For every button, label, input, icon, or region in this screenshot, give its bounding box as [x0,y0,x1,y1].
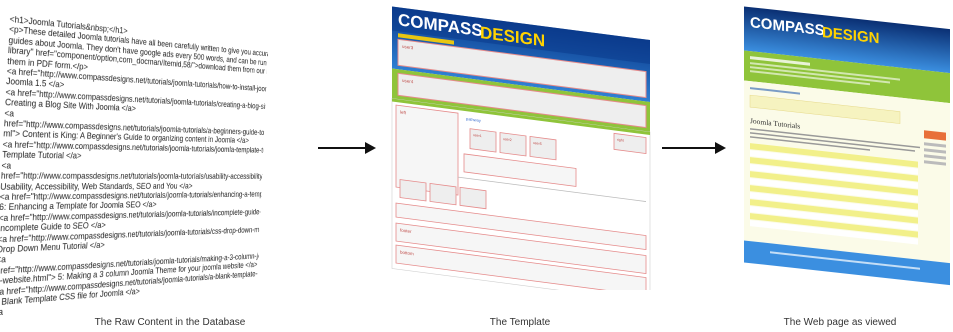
caption-raw-content: The Raw Content in the Database [50,317,290,328]
raw-html-code: <h1>Joomla Tutorials&nbsp;</h1><p>These … [0,14,268,318]
caption-webpage: The Web page as viewed [730,317,950,328]
webpage-illustration: COMPASS DESIGN Joomla Tutorials [740,0,953,290]
template-module-user1 [470,129,496,152]
template-module-user5 [530,136,556,159]
raw-code-line: href="http://www.compassdesigns.net/tuto… [1,171,263,182]
webpage-panel: COMPASS DESIGN Joomla Tutorials [740,0,953,290]
caption-template: The Template [410,317,630,328]
arrow-template-to-webpage [662,147,724,149]
template-panel: COMPASS DESIGN user3 user4 left pathway … [388,0,658,290]
template-illustration: COMPASS DESIGN user3 user4 left pathway … [388,0,658,290]
module-label: left [400,110,407,116]
arrow-raw-to-template [318,147,374,149]
raw-content-panel: <h1>Joomla Tutorials&nbsp;</h1><p>These … [0,0,320,290]
template-module-user2 [500,133,526,156]
